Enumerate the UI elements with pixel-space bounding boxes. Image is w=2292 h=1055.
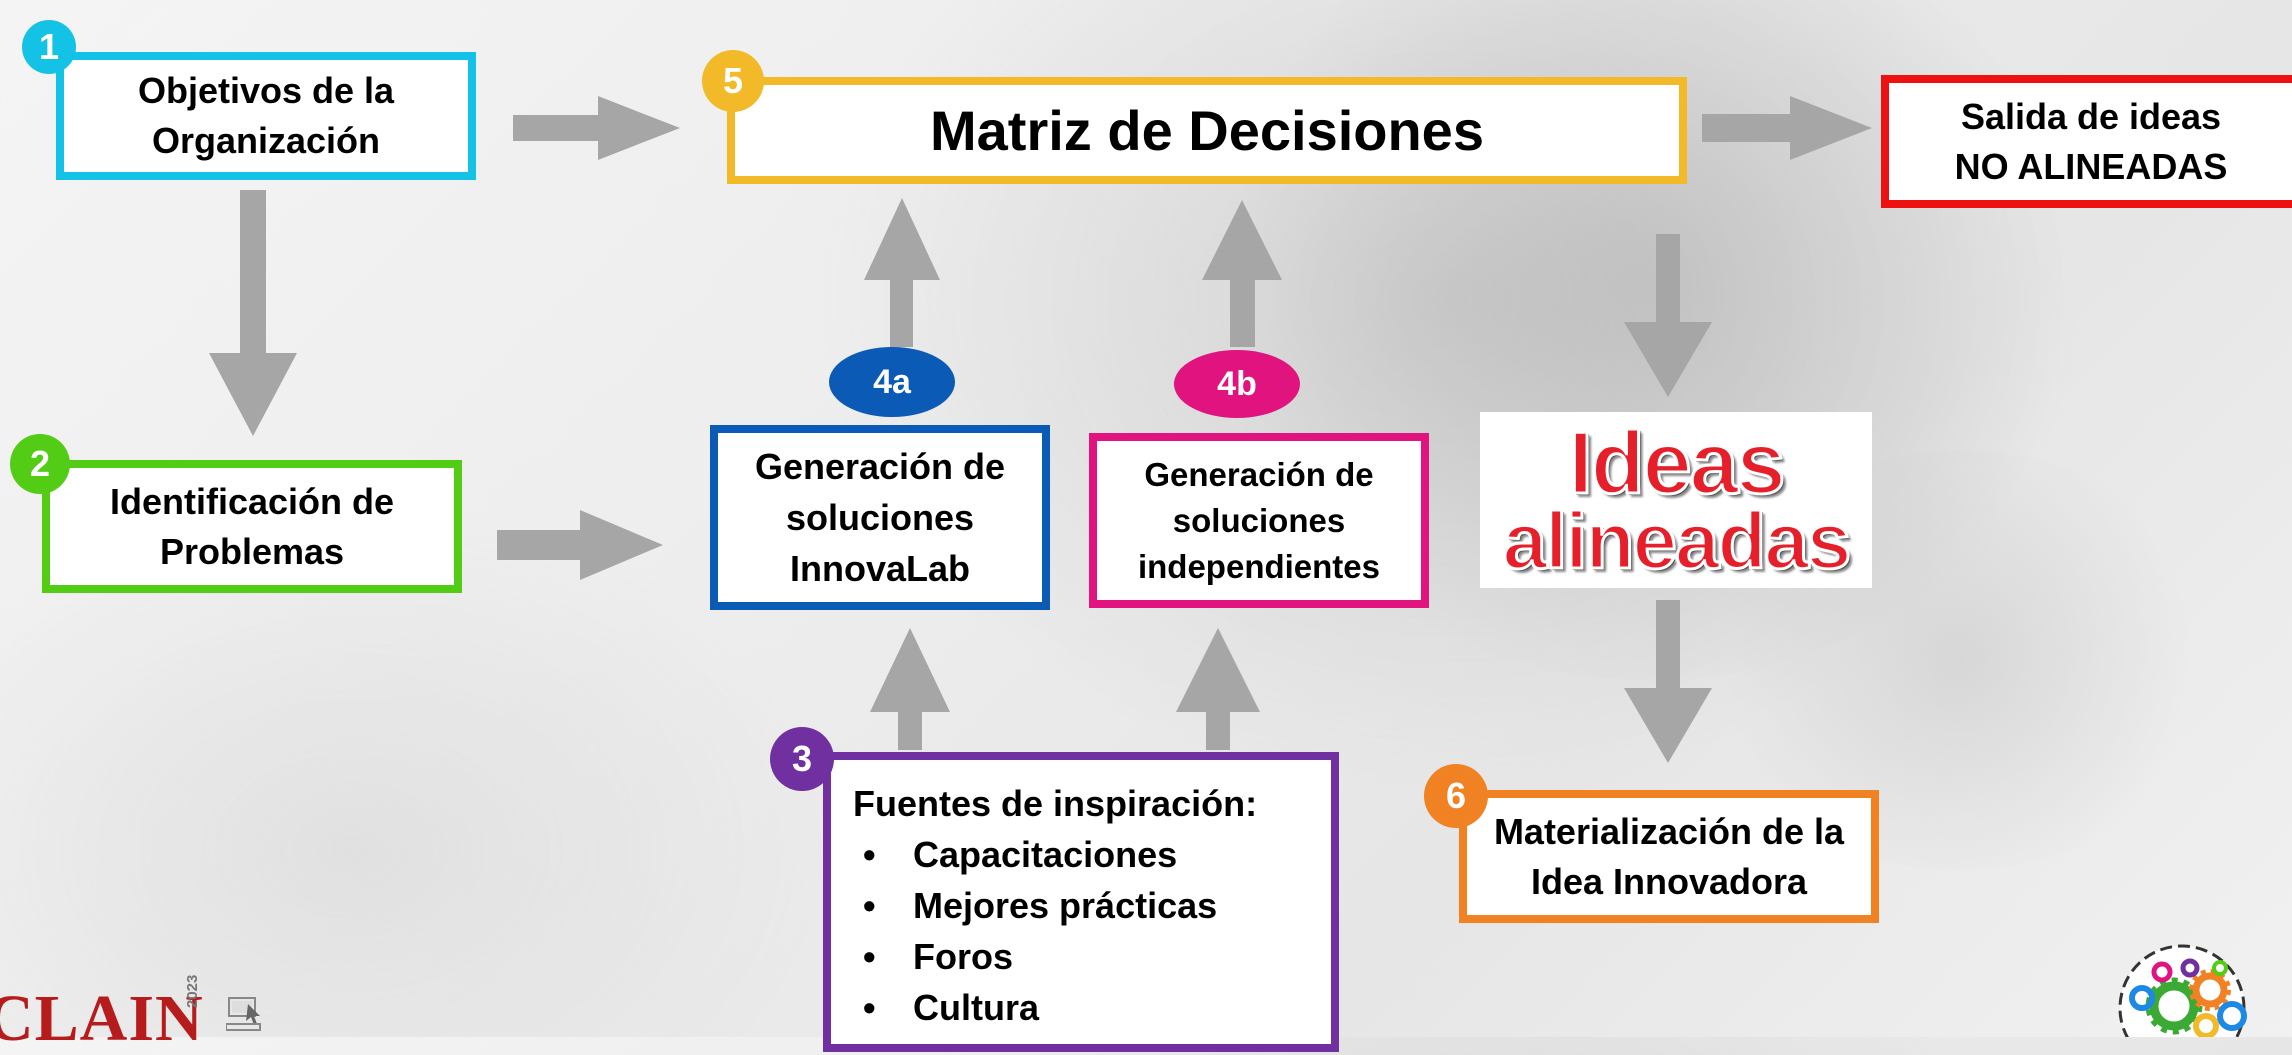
step3-box: Fuentes de inspiración: Capacitaciones M… [823,752,1339,1052]
step4b-line1: Generación de [1144,455,1374,493]
step4b-box: Generación de soluciones independientes [1089,433,1429,608]
step2-line1: Identificación de [109,480,395,522]
not-aligned-box: Salida de ideas NO ALINEADAS [1881,75,2292,208]
list-item: Capacitaciones [853,829,1217,880]
ideas-logo-line2: alineadas [1501,495,1853,585]
step4b-line3: independientes [1137,547,1381,585]
arrow-aligned-to-6 [1624,600,1712,763]
step1-box: Objetivos de la Organización [56,52,476,180]
step3-title: Fuentes de inspiración: [853,783,1258,824]
step4a-line3: InnovaLab [789,548,971,589]
step3-badge: 3 [770,727,834,791]
clain-logo: CLAIN 2023 [0,975,300,1052]
step6-box: Materialización de la Idea Innovadora [1459,790,1879,923]
clain-logo-year: 2023 [184,974,201,1008]
arrow-5-to-aligned [1624,234,1712,397]
list-item: Mejores prácticas [853,880,1217,931]
list-item: Cultura [853,982,1217,1033]
step4a-line2: soluciones [785,497,975,538]
arrow-2-to-4a [497,510,663,580]
step1-badge: 1 [22,20,76,74]
not-aligned-line2: NO ALINEADAS [1954,145,2228,187]
step6-line2: Idea Innovadora [1530,860,1808,902]
step5-badge: 5 [702,50,764,112]
step5-box: Matriz de Decisiones [727,77,1687,184]
step2-badge: 2 [10,434,70,494]
step4a-line1: Generación de [754,446,1006,487]
step4a-badge: 4a [829,347,955,417]
step1-line2: Organización [151,120,381,161]
gears-logo-icon [2118,944,2247,1037]
step6-badge: 6 [1424,764,1488,828]
step4b-badge: 4b [1174,350,1300,418]
ideas-logo-line1: Ideas [1567,412,1787,512]
step1-line1: Objetivos de la [137,70,395,111]
step4a-box: Generación de soluciones InnovaLab [710,425,1050,610]
arrow-5-to-not-aligned [1702,96,1872,160]
arrow-4a-to-5 [864,198,940,347]
ideas-alineadas-logo: Ideas alineadas [1480,412,1872,588]
step4b-line2: soluciones [1172,501,1346,539]
computer-icon [226,997,261,1031]
list-item: Foros [853,931,1217,982]
step2-line2: Problemas [159,530,345,572]
step6-line1: Materialización de la [1493,810,1845,852]
step2-box: Identificación de Problemas [42,460,462,593]
step3-list: Capacitaciones Mejores prácticas Foros C… [853,829,1217,1033]
arrow-1-to-2 [209,190,297,436]
arrow-4b-to-5 [1202,200,1282,347]
arrow-1-to-5 [513,96,680,160]
arrow-3-to-4a [870,628,950,750]
clain-logo-text: CLAIN [0,982,204,1055]
arrow-3-to-4b [1176,628,1260,750]
step5-title: Matriz de Decisiones [930,99,1484,162]
not-aligned-line1: Salida de ideas [1960,95,2222,137]
